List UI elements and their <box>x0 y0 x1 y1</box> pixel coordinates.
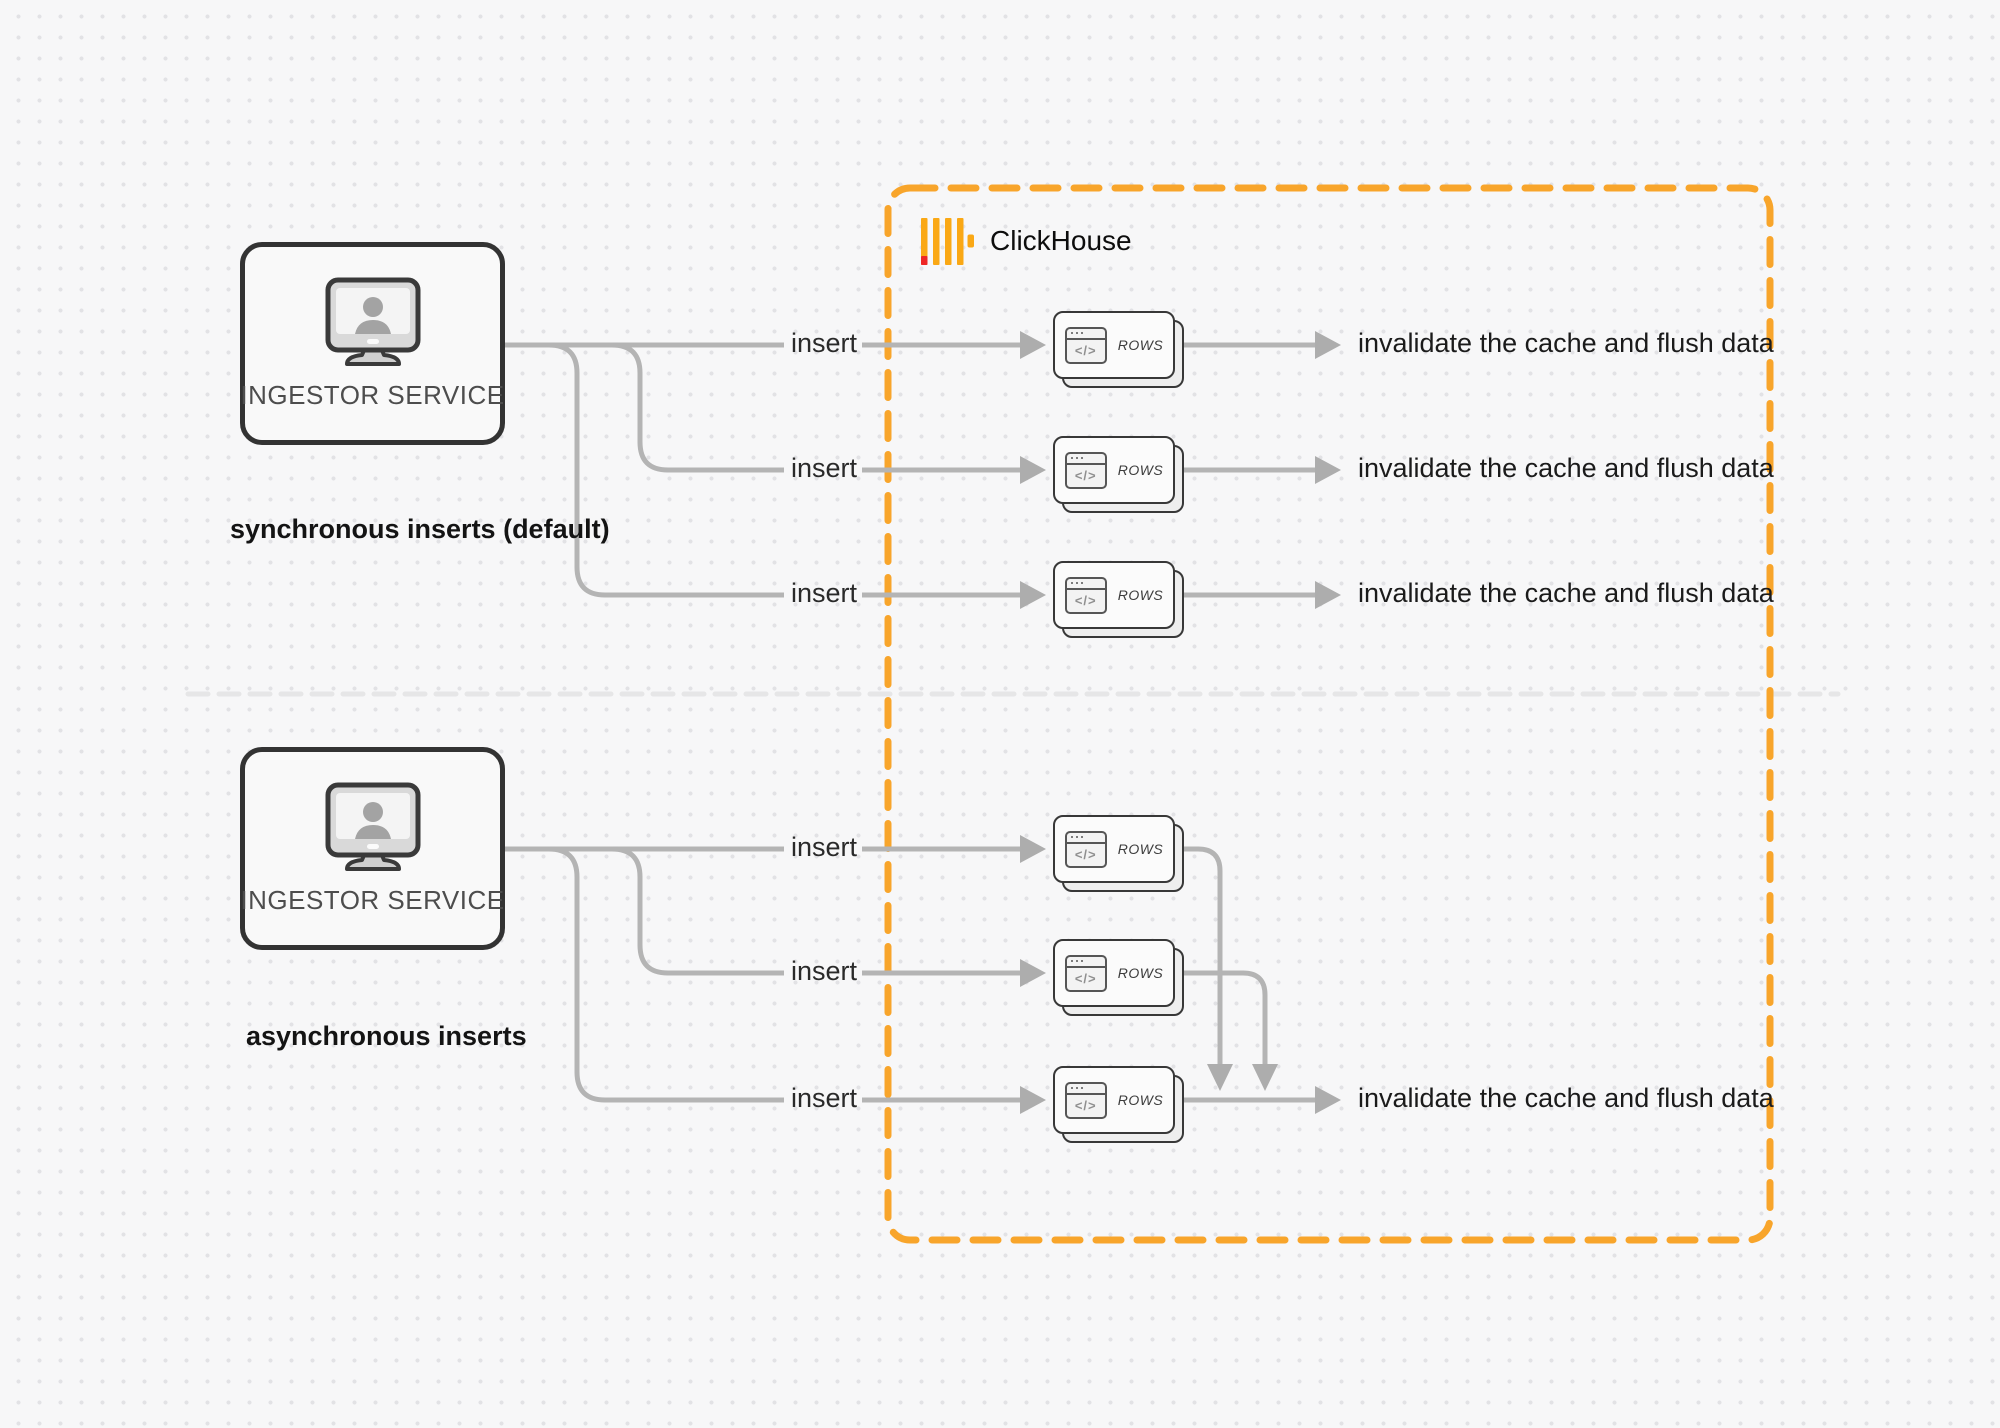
arrow-head-icon <box>1315 581 1341 609</box>
arrow-head-down-icon <box>1252 1064 1278 1091</box>
browser-code-icon: </> <box>1064 1081 1107 1119</box>
rows-label: ROWS <box>1117 587 1164 603</box>
rows-label: ROWS <box>1117 965 1164 981</box>
browser-code-icon: </> <box>1064 830 1107 868</box>
arrow-head-icon <box>1020 331 1046 359</box>
rows-label: ROWS <box>1117 1092 1164 1108</box>
rows-card: </> ROWS <box>1053 1066 1184 1143</box>
card-stack-front: </> ROWS <box>1053 436 1175 504</box>
browser-code-icon: </> <box>1064 451 1107 489</box>
arrow-head-icon <box>1020 835 1046 863</box>
clickhouse-label: ClickHouse <box>990 225 1132 256</box>
card-stack-front: </> ROWS <box>1053 311 1175 379</box>
monitor-user-icon <box>325 782 420 871</box>
insert-label: insert <box>790 453 858 483</box>
rows-label: ROWS <box>1117 462 1164 478</box>
card-stack-front: </> ROWS <box>1053 815 1175 883</box>
service-label: INGESTOR SERVICE <box>240 884 505 915</box>
result-label: invalidate the cache and flush data <box>1358 328 1774 358</box>
rows-card: </> ROWS <box>1053 815 1184 892</box>
browser-code-icon: </> <box>1064 954 1107 992</box>
sync-caption: synchronous inserts (default) <box>230 514 610 544</box>
arrow-head-icon <box>1315 456 1341 484</box>
result-label: invalidate the cache and flush data <box>1358 1083 1774 1113</box>
rows-label: ROWS <box>1117 841 1164 857</box>
arrow-head-down-icon <box>1207 1064 1233 1091</box>
arrow-head-icon <box>1020 456 1046 484</box>
async-caption: asynchronous inserts <box>246 1021 527 1051</box>
card-stack-front: </> ROWS <box>1053 561 1175 629</box>
clickhouse-dashed-box <box>884 184 1774 1244</box>
insert-label: insert <box>790 832 858 862</box>
ingestor-service-box-sync: INGESTOR SERVICE <box>240 242 505 445</box>
arrow-head-icon <box>1020 959 1046 987</box>
browser-code-icon: </> <box>1064 326 1107 364</box>
insert-label: insert <box>790 1083 858 1113</box>
result-label: invalidate the cache and flush data <box>1358 578 1774 608</box>
arrow-head-icon <box>1315 331 1341 359</box>
rows-card: </> ROWS <box>1053 311 1184 388</box>
arrow-head-icon <box>1315 1086 1341 1114</box>
monitor-user-icon <box>325 277 420 366</box>
card-stack-front: </> ROWS <box>1053 1066 1175 1134</box>
clickhouse-brand: ClickHouse <box>918 214 1132 268</box>
insert-label: insert <box>790 578 858 608</box>
clickhouse-logo-icon <box>921 218 974 265</box>
rows-card: </> ROWS <box>1053 561 1184 638</box>
rows-card: </> ROWS <box>1053 939 1184 1016</box>
arrow-head-icon <box>1020 581 1046 609</box>
rows-label: ROWS <box>1117 337 1164 353</box>
insert-label: insert <box>790 328 858 358</box>
rows-card: </> ROWS <box>1053 436 1184 513</box>
ingestor-service-box-async: INGESTOR SERVICE <box>240 747 505 950</box>
result-label: invalidate the cache and flush data <box>1358 453 1774 483</box>
service-label: INGESTOR SERVICE <box>240 379 505 410</box>
insert-label: insert <box>790 956 858 986</box>
browser-code-icon: </> <box>1064 576 1107 614</box>
card-stack-front: </> ROWS <box>1053 939 1175 1007</box>
arrow-head-icon <box>1020 1086 1046 1114</box>
